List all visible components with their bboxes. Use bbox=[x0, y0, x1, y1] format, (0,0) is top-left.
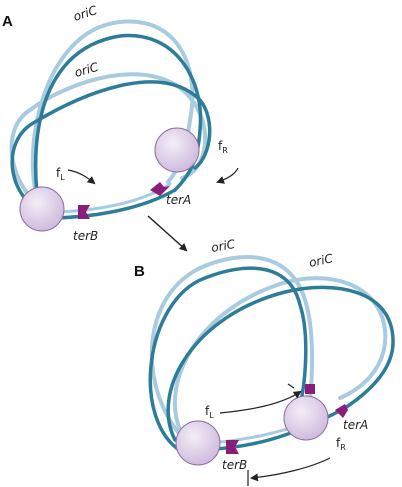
transition-arrow bbox=[147, 215, 188, 252]
panel-a-label: A bbox=[2, 13, 13, 30]
panel-b-fork-left-arrow bbox=[219, 390, 302, 414]
panel-b-terB-label: terB bbox=[222, 458, 247, 472]
panel-a-fork-left-arrow bbox=[67, 169, 96, 185]
panel-a-dark-strand-bottom bbox=[46, 188, 177, 220]
panel-b-label: B bbox=[134, 263, 145, 280]
panel-a-terB-site bbox=[78, 205, 90, 219]
panel-b-fork-right-arrow bbox=[250, 457, 331, 482]
panel-a-oriC-inner-label: oriC bbox=[73, 60, 101, 80]
panel-a-oriC-outer-label: oriC bbox=[72, 3, 100, 24]
panel-a-fork-left-label: fL bbox=[56, 166, 65, 182]
panel-b-oriC-left-label: oriC bbox=[210, 237, 237, 255]
panel-a-terA-site bbox=[150, 182, 170, 196]
panel-b-fork-left-stop bbox=[287, 383, 295, 389]
panel-a-replisome-left bbox=[19, 186, 65, 232]
panel-b-replisome-left bbox=[175, 420, 221, 466]
panel-b: B oriC oriC terB terA fL fR bbox=[134, 237, 395, 486]
panel-b-terA-site bbox=[335, 404, 348, 418]
panel-a-dark-strand-inner bbox=[10, 80, 212, 220]
panel-b-fork-left-label: fL bbox=[205, 404, 214, 420]
panel-a-light-strand-bottom bbox=[46, 182, 172, 214]
panel-b-terB-site bbox=[226, 440, 239, 454]
panel-a-replisome-right bbox=[154, 127, 200, 173]
panel-b-dark-strand-right bbox=[166, 285, 395, 442]
panel-b-dark-strand-left bbox=[148, 266, 308, 454]
panel-a-terB-label: terB bbox=[73, 229, 98, 243]
panel-b-replisome-right bbox=[283, 395, 329, 441]
panel-b-oriC-right-label: oriC bbox=[308, 251, 335, 270]
panel-b-fork-right-label: fR bbox=[336, 436, 346, 452]
panel-a-fork-right-label: fR bbox=[218, 139, 228, 155]
panel-b-light-strand-left bbox=[149, 255, 315, 447]
panel-a-fork-right-arrow bbox=[216, 167, 239, 184]
panel-a: A oriC oriC terB terA fL fR bbox=[2, 3, 239, 243]
panel-a-terA-label: terA bbox=[166, 193, 191, 207]
panel-b-terA-label: terA bbox=[343, 418, 368, 432]
panel-b-ter-mark-top bbox=[305, 384, 315, 394]
